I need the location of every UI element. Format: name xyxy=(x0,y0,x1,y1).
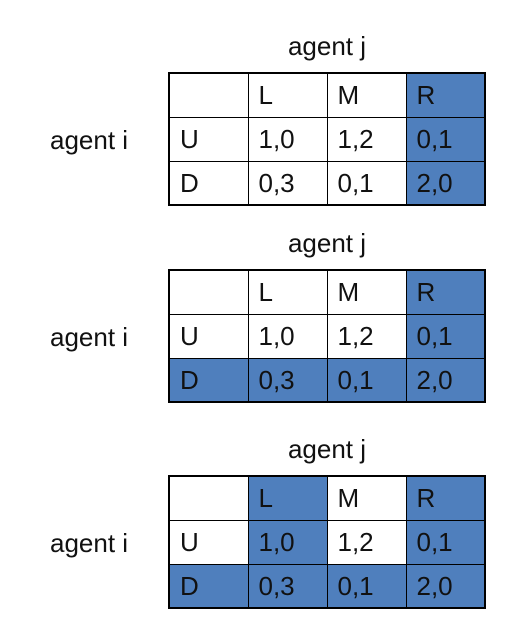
column-header-l: L xyxy=(247,475,328,521)
payoff-cell: 0,3 xyxy=(247,357,328,403)
payoff-cell: 2,0 xyxy=(405,357,486,403)
table-row: D 0,3 0,1 2,0 xyxy=(168,160,486,206)
row-header-d: D xyxy=(168,357,249,403)
header-row: L M R xyxy=(168,72,486,118)
payoff-cell: 0,1 xyxy=(326,357,407,403)
payoff-cell: 1,2 xyxy=(326,116,407,162)
payoff-cell: 1,0 xyxy=(247,116,328,162)
corner-cell xyxy=(168,475,249,521)
payoff-cell: 1,2 xyxy=(326,313,407,359)
corner-cell xyxy=(168,269,249,315)
table-row: U 1,0 1,2 0,1 xyxy=(168,519,486,565)
payoff-cell: 0,1 xyxy=(405,116,486,162)
payoff-cell: 2,0 xyxy=(405,563,486,609)
payoff-cell: 1,0 xyxy=(247,519,328,565)
payoff-cell: 0,1 xyxy=(405,313,486,359)
column-player-label: agent j xyxy=(287,228,367,258)
payoff-cell: 0,1 xyxy=(326,160,407,206)
payoff-cell: 0,1 xyxy=(405,519,486,565)
column-player-label: agent j xyxy=(287,31,367,61)
row-player-label: agent i xyxy=(50,528,129,558)
payoff-table: L M R U 1,0 1,2 0,1 D 0,3 0,1 2,0 xyxy=(168,475,486,609)
row-header-u: U xyxy=(168,313,249,359)
column-header-m: M xyxy=(326,269,407,315)
payoff-cell: 2,0 xyxy=(405,160,486,206)
row-header-d: D xyxy=(168,160,249,206)
table-row: D 0,3 0,1 2,0 xyxy=(168,563,486,609)
column-header-r: R xyxy=(405,72,486,118)
column-header-m: M xyxy=(326,72,407,118)
row-player-label: agent i xyxy=(50,125,129,155)
row-player-label: agent i xyxy=(50,322,129,352)
payoff-cell: 0,3 xyxy=(247,160,328,206)
row-header-u: U xyxy=(168,116,249,162)
column-header-l: L xyxy=(247,72,328,118)
table-row: U 1,0 1,2 0,1 xyxy=(168,313,486,359)
row-header-u: U xyxy=(168,519,249,565)
column-header-m: M xyxy=(326,475,407,521)
header-row: L M R xyxy=(168,475,486,521)
payoff-cell: 1,0 xyxy=(247,313,328,359)
table-row: D 0,3 0,1 2,0 xyxy=(168,357,486,403)
payoff-cell: 0,1 xyxy=(326,563,407,609)
payoff-table: L M R U 1,0 1,2 0,1 D 0,3 0,1 2,0 xyxy=(168,269,486,403)
header-row: L M R xyxy=(168,269,486,315)
column-header-r: R xyxy=(405,269,486,315)
column-header-r: R xyxy=(405,475,486,521)
column-header-l: L xyxy=(247,269,328,315)
corner-cell xyxy=(168,72,249,118)
payoff-table: L M R U 1,0 1,2 0,1 D 0,3 0,1 2,0 xyxy=(168,72,486,206)
payoff-cell: 0,3 xyxy=(247,563,328,609)
payoff-cell: 1,2 xyxy=(326,519,407,565)
column-player-label: agent j xyxy=(287,434,367,464)
row-header-d: D xyxy=(168,563,249,609)
table-row: U 1,0 1,2 0,1 xyxy=(168,116,486,162)
